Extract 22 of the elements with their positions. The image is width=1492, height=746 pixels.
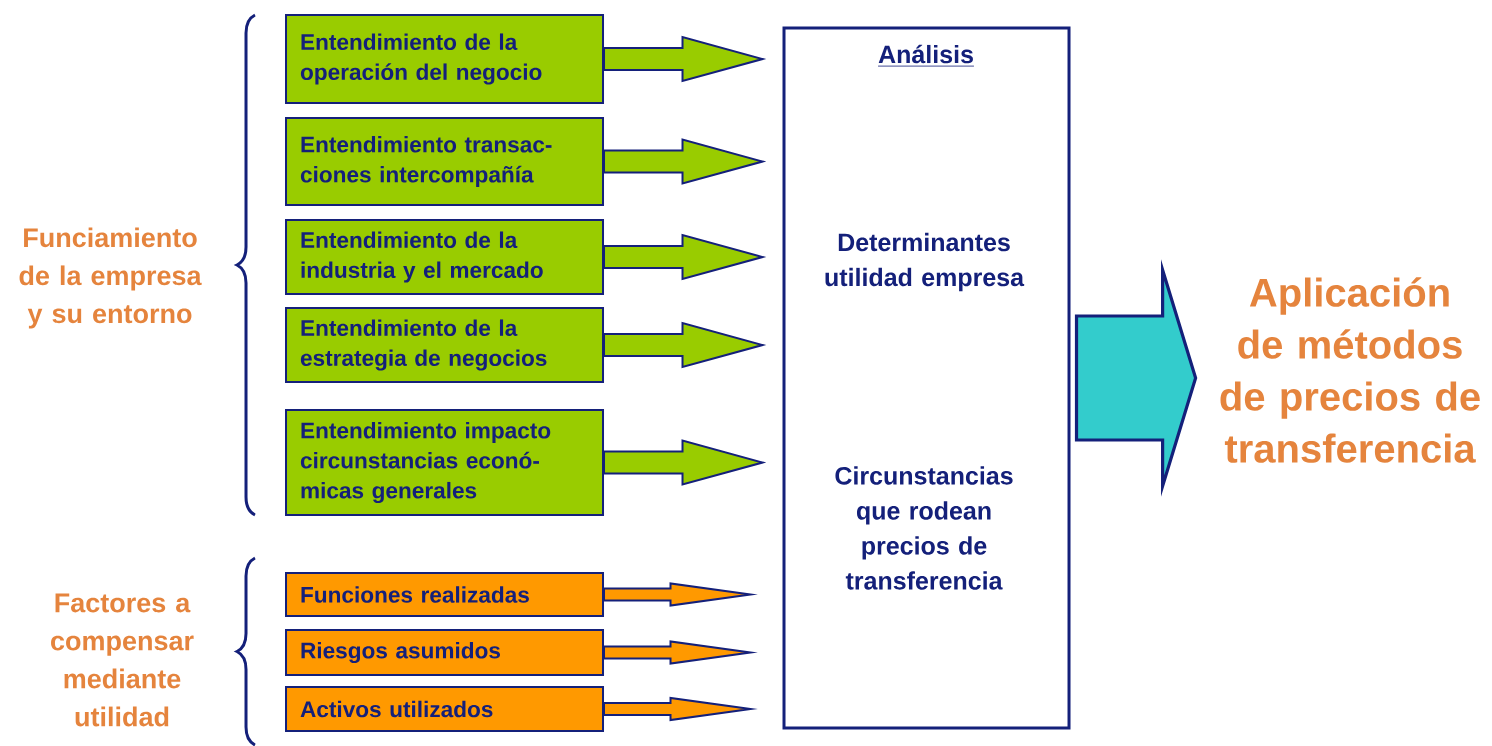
heading: Análisis [877,44,975,67]
block-arrow [603,321,767,369]
result-text: Aplicación de métodos de precios de transferencia [1220,277,1480,463]
block-arrow [1074,259,1198,497]
process-box: Entendimiento de la industria y el mercado [285,219,604,295]
process-box: Entendimiento de la estrategia de negocios [285,307,604,383]
block-arrow [603,640,758,665]
process-box: Riesgos asumidos [285,629,604,676]
analysis-text: Circunstancias que rodean precios de transferencia [835,466,1013,590]
block-arrow [603,439,767,486]
process-box: Entendimiento de la operación del negocio [285,14,604,104]
analysis-text: Determinantes utilidad empresa [825,232,1025,292]
side-label: Factores a compensar mediante utilidad [51,593,194,727]
block-arrow [603,582,758,607]
block-arrow [603,233,767,281]
block-arrow [603,35,767,83]
process-box: Entendimiento impacto circunstancias econó-micas generales [285,409,604,516]
process-box: Funciones realizadas [285,572,604,617]
block-arrow [603,138,767,185]
side-label: Funciamiento de la empresa y su entorno [19,227,202,329]
process-box: Entendimiento transac-ciones intercompañía [285,117,604,206]
process-box: Activos utilizados [285,686,604,732]
